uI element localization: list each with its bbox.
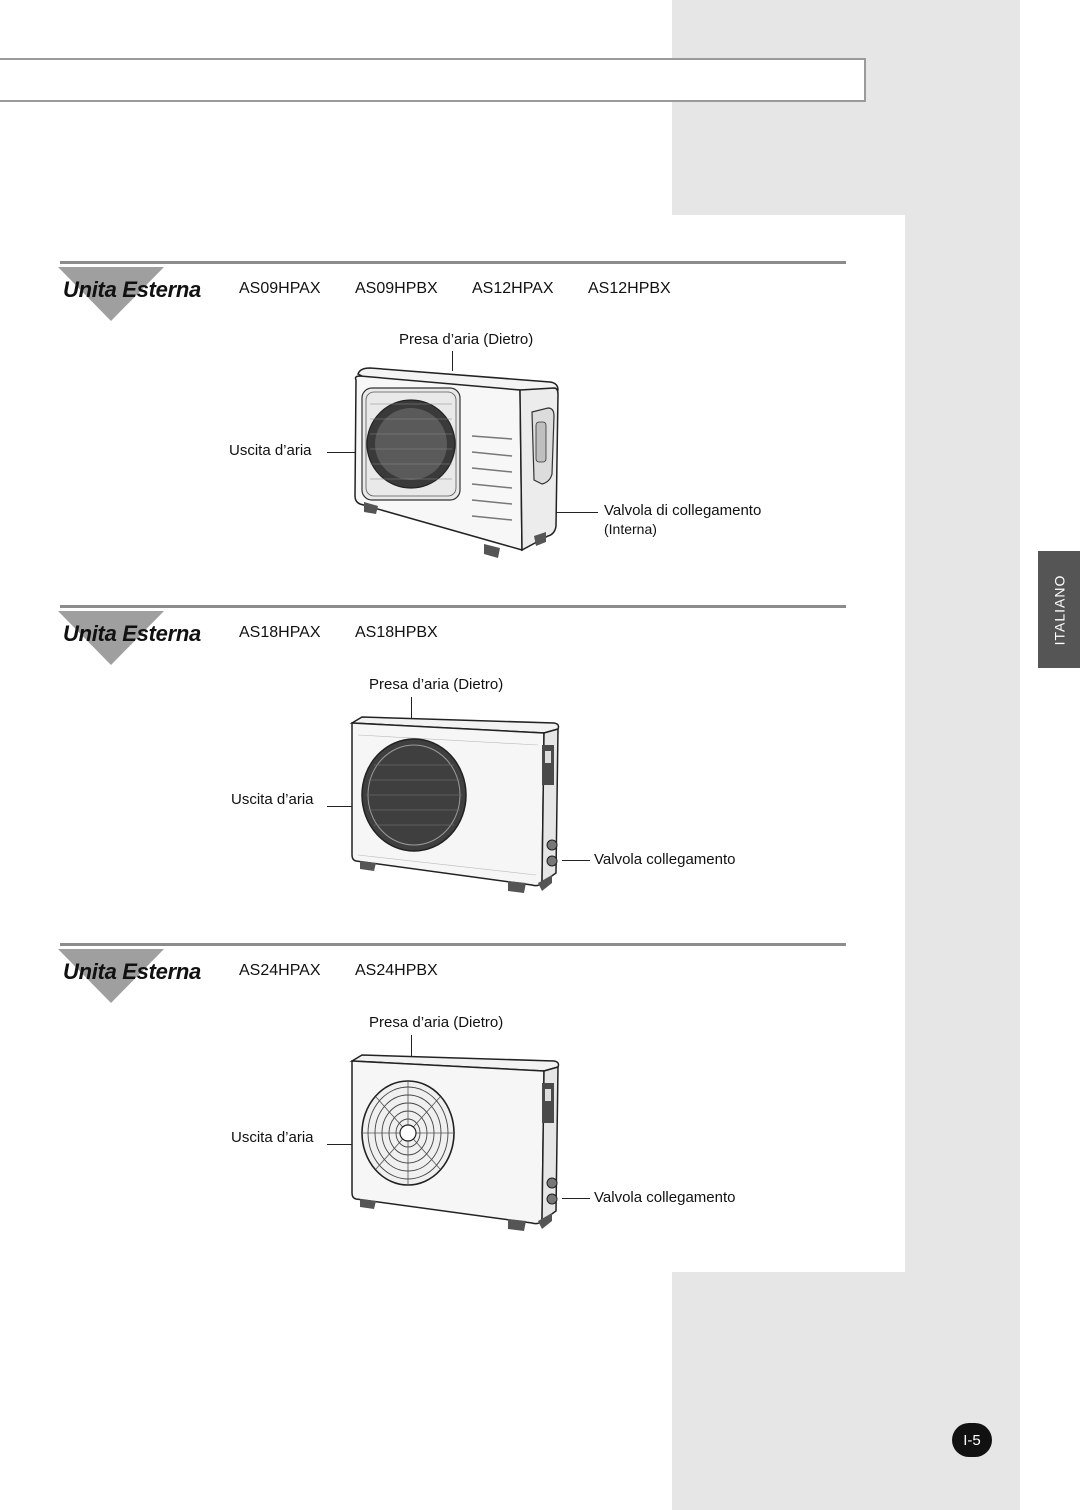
valve-label: Valvola collegamento bbox=[594, 851, 736, 868]
section-rule bbox=[60, 261, 846, 264]
section-triangle-marker bbox=[58, 267, 164, 321]
model-code: AS12HPAX bbox=[472, 280, 554, 297]
outdoor-unit-medium-illustration bbox=[349, 716, 560, 893]
valve-label: Valvola collegamento bbox=[594, 1189, 736, 1206]
header-box bbox=[0, 58, 866, 102]
page-number: I-5 bbox=[952, 1423, 992, 1457]
section-rule bbox=[60, 943, 846, 946]
model-code: AS09HPAX bbox=[239, 280, 321, 297]
model-code: AS18HPBX bbox=[355, 624, 438, 641]
air-outlet-label: Uscita d’aria bbox=[231, 1129, 314, 1146]
section-title: Unita Esterna bbox=[63, 959, 201, 984]
right-gray-band-bottom bbox=[672, 1272, 1020, 1510]
model-code: AS24HPAX bbox=[239, 962, 321, 979]
air-intake-leader bbox=[411, 1035, 412, 1059]
section-triangle-marker bbox=[58, 949, 164, 1003]
right-gray-band-side bbox=[905, 215, 1020, 1272]
air-outlet-leader bbox=[327, 1144, 365, 1145]
valve-leader bbox=[556, 512, 598, 513]
language-tab-label: ITALIANO bbox=[1051, 574, 1068, 645]
air-intake-label: Presa d’aria (Dietro) bbox=[369, 1014, 504, 1031]
air-outlet-leader bbox=[327, 452, 367, 453]
valve-note: (Interna) bbox=[604, 521, 657, 537]
section-title: Unita Esterna bbox=[63, 277, 201, 302]
right-gray-band-top bbox=[672, 0, 1020, 215]
section-as18: Unita Esterna AS18HPAX AS18HPBX Presa d’… bbox=[0, 605, 905, 905]
air-intake-label: Presa d’aria (Dietro) bbox=[399, 331, 534, 348]
air-intake-leader bbox=[452, 351, 453, 371]
model-code: AS09HPBX bbox=[355, 280, 438, 297]
section-rule bbox=[60, 605, 846, 608]
language-tab: ITALIANO bbox=[1038, 551, 1080, 668]
air-outlet-leader bbox=[327, 806, 365, 807]
section-as09-as12: Unita Esterna AS09HPAX AS09HPBX AS12HPAX… bbox=[0, 261, 905, 571]
model-code: AS18HPAX bbox=[239, 624, 321, 641]
air-outlet-label: Uscita d’aria bbox=[231, 791, 314, 808]
model-code: AS12HPBX bbox=[588, 280, 671, 297]
air-intake-leader bbox=[411, 697, 412, 721]
air-outlet-label: Uscita d’aria bbox=[229, 442, 312, 459]
outdoor-unit-small-illustration bbox=[354, 367, 559, 558]
outdoor-unit-large-illustration bbox=[349, 1054, 560, 1231]
valve-leader bbox=[562, 1198, 590, 1199]
section-title: Unita Esterna bbox=[63, 621, 201, 646]
air-intake-label: Presa d’aria (Dietro) bbox=[369, 676, 504, 693]
section-as24: Unita Esterna AS24HPAX AS24HPBX Presa d’… bbox=[0, 943, 905, 1243]
section-triangle-marker bbox=[58, 611, 164, 665]
valve-leader bbox=[562, 860, 590, 861]
valve-label: Valvola di collegamento bbox=[604, 502, 762, 519]
model-code: AS24HPBX bbox=[355, 962, 438, 979]
